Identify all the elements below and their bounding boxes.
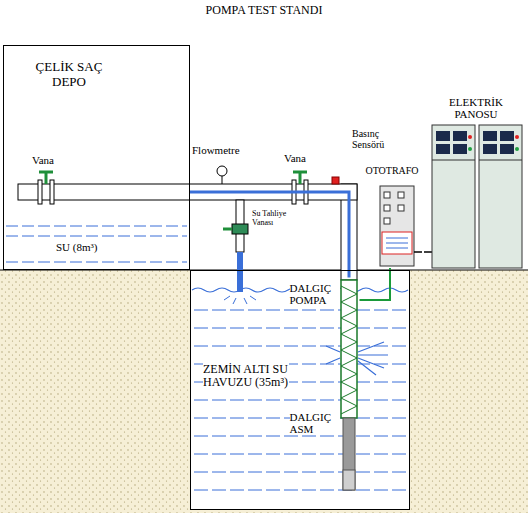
pump-body	[341, 280, 357, 418]
panel-meter	[453, 144, 467, 154]
panel-cabinet	[432, 125, 475, 268]
panel-divider	[479, 160, 522, 161]
callout-label: Basınç Sensörü	[352, 128, 406, 150]
pool-water-line	[194, 328, 406, 329]
panel-meter	[436, 144, 450, 154]
callout-label: Su Tahliye Vanası	[252, 210, 288, 228]
node-label: ZEMİN ALTI SU HAVUZU (35m³)	[203, 363, 289, 390]
submersible-motor: DALGIÇ ASM	[288, 405, 360, 495]
ground-texture	[0, 270, 528, 513]
panel-lamp	[515, 147, 519, 151]
motor-body	[343, 418, 355, 490]
motor-base	[343, 470, 355, 490]
flowmeter-gauge	[217, 166, 227, 176]
pump-discharge	[326, 342, 388, 375]
panel-cabinet	[479, 125, 522, 268]
submersible-pump: DALGIÇ POMPA	[288, 278, 360, 398]
autotransformer-key	[384, 218, 390, 224]
autotransformer-box	[380, 186, 414, 266]
node-label: ELEKTRİK PANOSU	[428, 96, 524, 121]
flowmeter-stem	[222, 176, 223, 184]
panel-lamp	[515, 135, 519, 139]
pool-water-line	[194, 454, 406, 455]
connector	[360, 268, 391, 300]
autotransformer-key	[384, 192, 390, 198]
autotransformer: OTOTRAFO	[362, 163, 424, 268]
wire-stub	[414, 251, 422, 253]
panel-lamp	[468, 135, 472, 139]
valve-handle	[39, 171, 53, 174]
panel-meter	[483, 131, 497, 141]
callout-label: Vana	[284, 152, 324, 164]
wire-stub	[428, 251, 432, 253]
valve-flange	[50, 180, 54, 204]
panel-meter	[453, 131, 467, 141]
diagram-title: POMPA TEST STANDI	[0, 3, 528, 18]
water-splash	[224, 296, 256, 304]
node-label: OTOTRAFO	[362, 165, 422, 176]
pool-water-line	[194, 436, 406, 437]
pool-water-line	[194, 472, 406, 473]
callout-label: Vana	[32, 154, 72, 166]
panel-meter	[500, 131, 514, 141]
tank-water-line	[6, 226, 187, 227]
drain-valve-handle	[223, 228, 232, 231]
node-label: DALGIÇ POMPA	[290, 282, 340, 307]
pump-lattice	[341, 286, 357, 414]
panel-divider	[432, 160, 475, 161]
electric-panel: ELEKTRİK PANOSU	[428, 96, 526, 268]
autotransformer-key	[398, 192, 404, 198]
panel-meter	[483, 144, 497, 154]
valve-handle	[293, 171, 307, 174]
autotransformer-plate	[382, 232, 412, 254]
callout-label: Flowmetre	[192, 144, 256, 156]
steel-tank: ÇELİK SAÇ DEPO SU (8m³)	[3, 45, 190, 270]
pressure-sensor	[332, 177, 339, 184]
underground-pool: ZEMİN ALTI SU HAVUZU (35m³) DALGIÇ POMPA D…	[190, 270, 410, 510]
connector	[424, 251, 428, 253]
valve-stem	[45, 173, 48, 184]
panel-meter	[436, 131, 450, 141]
valve-flange	[38, 180, 42, 204]
pool-water-line	[194, 310, 406, 311]
connector	[190, 192, 349, 278]
tank-water-line	[6, 236, 187, 237]
plate-lines	[386, 238, 408, 248]
tank-water-line	[6, 262, 187, 263]
panel-lamp	[468, 147, 472, 151]
autotransformer-key	[398, 205, 404, 211]
autotransformer-key	[384, 205, 390, 211]
valve-stem	[299, 173, 302, 184]
drain-valve	[232, 224, 248, 234]
pool-basin	[190, 270, 410, 510]
pool-water-line	[194, 400, 406, 401]
ground	[0, 270, 528, 513]
pool-water-line	[194, 490, 406, 491]
node-label: ÇELİK SAÇ DEPO	[29, 60, 109, 89]
node-label: DALGIÇ ASM	[290, 411, 340, 436]
node-label: SU (8m³)	[56, 241, 126, 253]
panel-meter	[500, 144, 514, 154]
water-stream	[237, 252, 243, 292]
